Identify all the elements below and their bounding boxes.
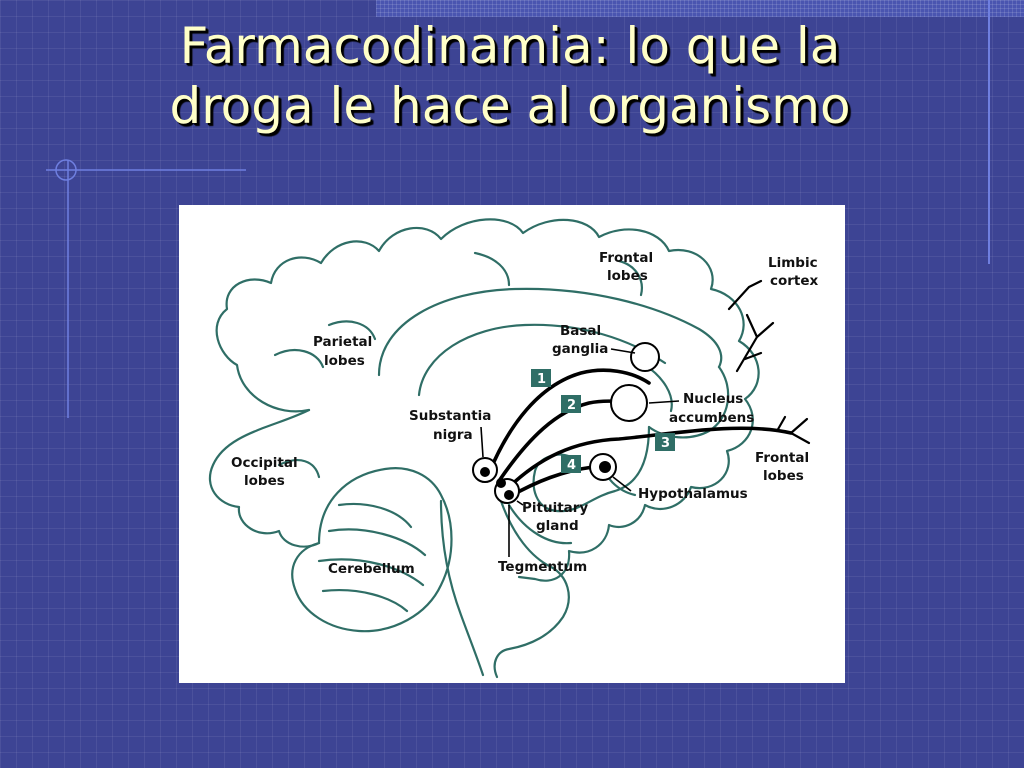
- pathway-number-1: [531, 369, 551, 387]
- pathway-number-4: [561, 455, 581, 473]
- label-basal-ganglia-1: Basal: [560, 323, 601, 339]
- label-limbic-cortex-1: Limbic: [768, 255, 818, 271]
- brain-diagram: 1 2 3 4 Frontal lobes Limbic cortex Pari…: [179, 205, 845, 683]
- label-pituitary-gland-1: Pituitary: [522, 500, 588, 516]
- pathway-number-2: [561, 395, 581, 413]
- top-decor-strip: [376, 0, 1024, 17]
- occipital-outline: [208, 408, 321, 548]
- title-line-1: Farmacodinamia: lo que la: [179, 17, 841, 75]
- pathway-number-1-text: 1: [537, 372, 546, 387]
- label-nucleus-accumbens-1: Nucleus: [683, 391, 743, 407]
- corpus-callosum: [377, 287, 723, 377]
- label-frontal-lobes-right-1: Frontal: [755, 450, 809, 466]
- label-hypothalamus: Hypothalamus: [638, 486, 748, 502]
- label-frontal-lobes-top-2: lobes: [607, 268, 648, 284]
- label-basal-ganglia-2: ganglia: [552, 341, 608, 357]
- basal-ganglia-node: [630, 342, 660, 372]
- label-tegmentum: Tegmentum: [498, 559, 587, 575]
- pathway-3: [503, 426, 793, 493]
- cerebellum-outline: [291, 467, 453, 633]
- pathway-1: [487, 368, 651, 475]
- brainstem-outline: [439, 499, 485, 677]
- label-pituitary-gland-2: gland: [536, 518, 579, 534]
- label-frontal-lobes-top-1: Frontal: [599, 250, 653, 266]
- pathway-number-2-text: 2: [567, 398, 576, 413]
- nucleus-accumbens-node: [610, 384, 648, 422]
- title-line-2: droga le hace al organismo: [169, 77, 851, 135]
- slide-title: Farmacodinamia: lo que la droga le hace …: [60, 16, 960, 136]
- label-nucleus-accumbens-2: accumbens: [669, 410, 754, 426]
- label-parietal-lobes-2: lobes: [324, 353, 365, 369]
- corner-decor: [46, 159, 246, 418]
- inner-arch: [417, 323, 667, 397]
- label-occipital-lobes-2: lobes: [244, 473, 285, 489]
- right-decor-line: [988, 0, 990, 264]
- label-limbic-cortex-2: cortex: [770, 273, 819, 289]
- label-substantia-nigra-1: Substantia: [409, 408, 491, 424]
- label-parietal-lobes-1: Parietal: [313, 334, 372, 350]
- cortex-outline: [215, 218, 760, 582]
- label-cerebellum: Cerebellum: [328, 561, 415, 577]
- pathway-number-3-text: 3: [661, 436, 670, 451]
- pathway-number-3: [655, 433, 675, 451]
- brain-diagram-canvas: 1 2 3 4 Frontal lobes Limbic cortex Pari…: [208, 218, 819, 679]
- pathway-number-4-text: 4: [567, 458, 576, 473]
- label-frontal-lobes-right-2: lobes: [763, 468, 804, 484]
- label-occipital-lobes-1: Occipital: [231, 455, 298, 471]
- label-substantia-nigra-2: nigra: [433, 427, 473, 443]
